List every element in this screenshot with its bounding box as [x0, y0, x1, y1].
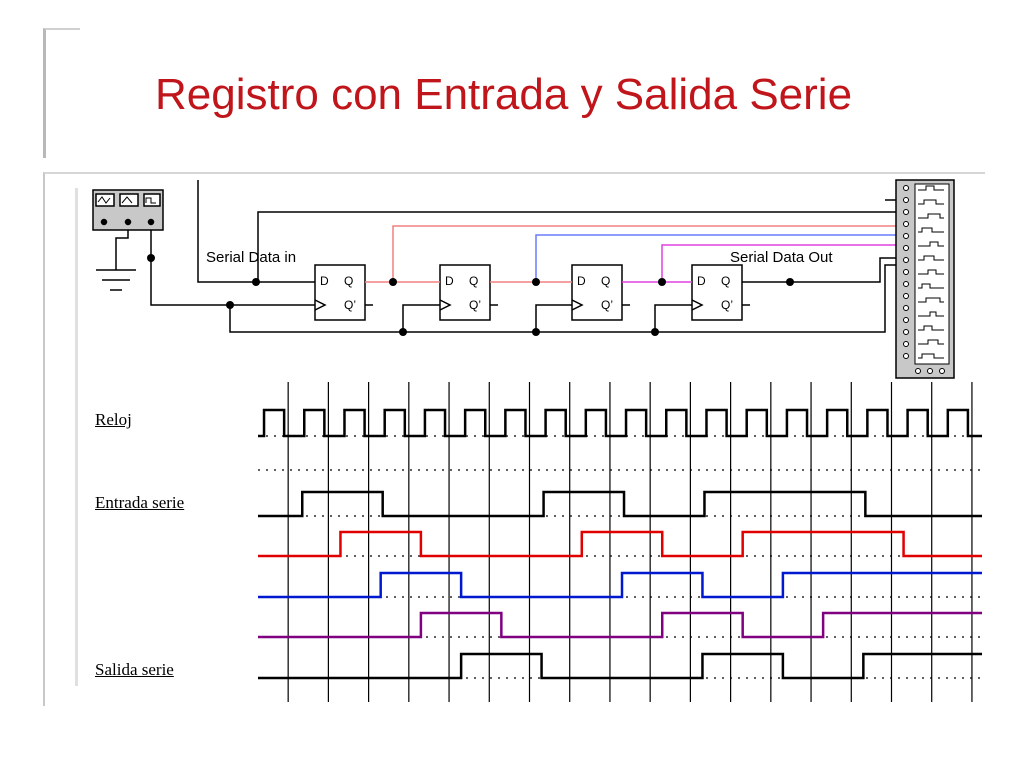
- q3-waveform: [258, 611, 982, 639]
- ff2-q-label: Q: [469, 274, 478, 288]
- timing-diagram: [258, 382, 982, 702]
- figure-frame-inner-line: [75, 188, 78, 686]
- serial-data-in-label: Serial Data in: [206, 249, 296, 266]
- flip-flop-1-pins: D Q Q’: [320, 274, 356, 312]
- title-accent-bar: [43, 28, 80, 158]
- ff3-qn-label: Q’: [601, 298, 613, 312]
- clock-waveform: [258, 408, 982, 438]
- ff2-d-label: D: [445, 274, 454, 288]
- q2-waveform: [258, 571, 982, 599]
- q1-waveform: [258, 530, 982, 558]
- ff2-qn-label: Q’: [469, 298, 481, 312]
- flip-flop-3: [571, 264, 623, 321]
- flip-flop-2: [439, 264, 491, 321]
- flip-flop-1: [314, 264, 366, 321]
- slide-title: Registro con Entrada y Salida Serie: [155, 70, 853, 119]
- schematic: [92, 179, 955, 379]
- ff4-d-label: D: [697, 274, 706, 288]
- flip-flop-3-pins: D Q Q’: [577, 274, 613, 312]
- flip-flop-2-pins: D Q Q’: [445, 274, 481, 312]
- signal-generator-icon: [92, 189, 164, 231]
- ff1-d-label: D: [320, 274, 329, 288]
- serial-out-waveform: [258, 652, 982, 680]
- serial-out-signal-label: Salida serie: [95, 660, 174, 679]
- figure-frame: [43, 172, 985, 706]
- serial-data-out-label: Serial Data Out: [730, 249, 833, 266]
- ff4-q-label: Q: [721, 274, 730, 288]
- ff1-qn-label: Q’: [344, 298, 356, 312]
- schematic-labels: Serial Data in Serial Data Out D Q Q’ D …: [206, 249, 833, 312]
- ff1-q-label: Q: [344, 274, 353, 288]
- clock-signal-label: Reloj: [95, 410, 132, 429]
- serial-in-signal-label: Entrada serie: [95, 493, 185, 512]
- ff3-d-label: D: [577, 274, 586, 288]
- ground-icon: [96, 230, 136, 291]
- ff4-qn-label: Q’: [721, 298, 733, 312]
- flip-flop-4-pins: D Q Q’: [697, 274, 733, 312]
- serial-in-waveform: [258, 490, 982, 518]
- ff3-q-label: Q: [601, 274, 610, 288]
- flip-flop-4: [691, 264, 743, 321]
- logic-analyzer-icon: [895, 179, 955, 379]
